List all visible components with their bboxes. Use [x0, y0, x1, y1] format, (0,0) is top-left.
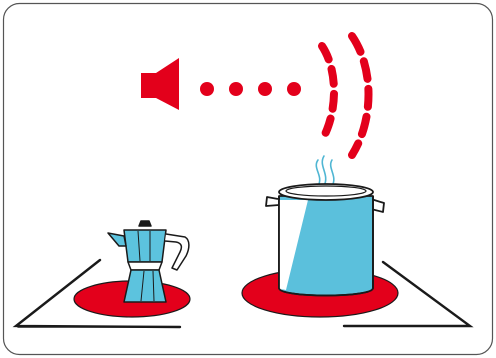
cooking-pot — [266, 184, 384, 296]
